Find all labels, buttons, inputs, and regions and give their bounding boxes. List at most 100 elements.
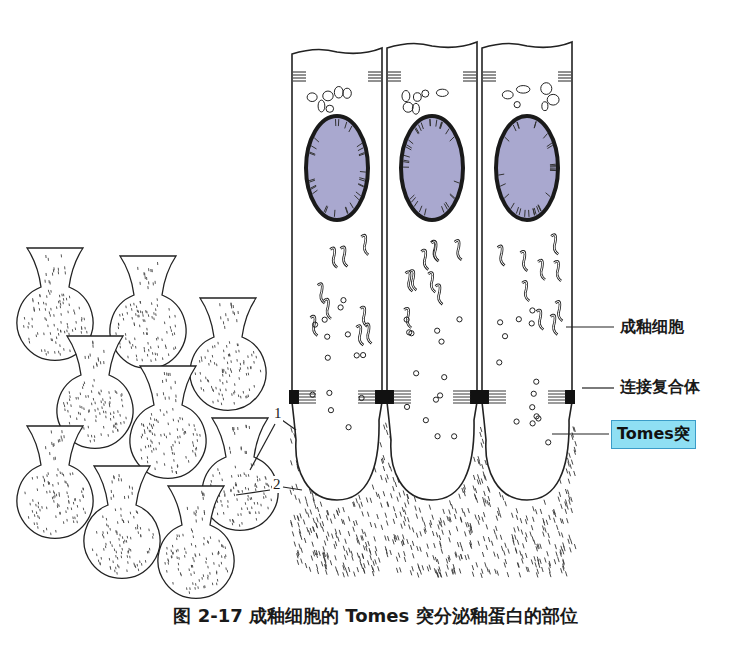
enamel-crystal	[574, 450, 576, 455]
enamel-crystal	[515, 535, 517, 540]
enamel-crystal	[407, 499, 409, 504]
crystal-mark	[237, 513, 238, 516]
crystal-mark	[132, 317, 133, 320]
crystal-mark	[217, 468, 218, 471]
crystal-mark	[182, 534, 183, 537]
enamel-crystal	[338, 508, 340, 513]
crystal-mark	[67, 323, 68, 326]
crystal-mark	[151, 316, 152, 319]
enamel-crystal	[343, 565, 345, 570]
enamel-crystal	[440, 543, 442, 548]
enamel-crystal	[475, 495, 477, 500]
enamel-crystal	[531, 559, 533, 564]
organelle	[551, 235, 558, 255]
crystal-mark	[246, 451, 247, 454]
crystal-mark	[162, 380, 163, 383]
crystal-mark	[165, 347, 166, 350]
enamel-crystal	[501, 546, 503, 551]
terminal-web	[548, 403, 566, 404]
enamel-crystal	[560, 518, 562, 523]
leader-line	[236, 490, 270, 495]
crystal-mark	[230, 451, 231, 454]
crystal-mark	[151, 450, 152, 453]
crystal-mark	[234, 383, 235, 386]
crystal-mark	[237, 427, 238, 430]
leader-line	[250, 424, 275, 470]
enamel-crystal	[334, 544, 336, 549]
organelle	[361, 235, 368, 255]
crystal-mark	[84, 318, 85, 321]
crystal-mark	[239, 524, 240, 527]
crystal-mark	[238, 474, 239, 477]
chromatin	[519, 208, 521, 215]
crystal-mark	[120, 508, 121, 511]
vesicle	[343, 88, 351, 98]
crystal-mark	[197, 586, 198, 589]
crystal-mark	[245, 474, 246, 477]
enamel-crystal	[352, 556, 354, 561]
enamel-crystal	[378, 494, 380, 499]
crystal-mark	[113, 475, 114, 478]
enamel-crystal	[386, 430, 388, 435]
crystal-mark	[115, 423, 116, 426]
enamel-crystal	[569, 471, 571, 476]
organelle	[432, 242, 439, 262]
enamel-crystal	[404, 521, 406, 526]
crystal-mark	[225, 389, 226, 392]
enamel-crystal	[345, 539, 347, 544]
enamel-crystal	[562, 549, 564, 554]
crystal-mark	[142, 314, 143, 317]
chromatin	[403, 160, 409, 161]
crystal-mark	[268, 485, 269, 488]
organelle	[431, 241, 438, 261]
enamel-crystal	[404, 516, 406, 521]
crystal-mark	[38, 506, 39, 509]
enamel-crystal	[313, 527, 315, 532]
crystal-mark	[147, 456, 148, 459]
enamel-crystal	[365, 532, 367, 537]
crystal-mark	[91, 403, 92, 406]
enamel-crystal	[326, 515, 328, 520]
crystal-mark	[136, 355, 137, 358]
crystal-mark	[247, 367, 248, 370]
junction-label: 连接复合体	[620, 377, 700, 398]
crystal-mark	[82, 386, 83, 389]
crystal-mark	[32, 325, 33, 328]
crystal-mark	[156, 461, 157, 464]
crystal-mark	[172, 582, 173, 585]
crystal-mark	[47, 351, 48, 354]
crystal-mark	[117, 410, 118, 413]
chromatin	[311, 146, 316, 149]
crystal-mark	[153, 533, 154, 536]
enamel-crystal	[324, 552, 326, 557]
crystal-mark	[103, 536, 104, 539]
crystal-mark	[172, 552, 173, 555]
crystal-mark	[251, 507, 252, 510]
enamel-rods	[17, 248, 278, 598]
enamel-crystal	[518, 562, 520, 567]
enamel-crystal	[308, 513, 310, 518]
enamel-crystal	[459, 568, 461, 573]
enamel-crystal	[378, 566, 380, 571]
crystal-mark	[46, 474, 47, 477]
crystal-mark	[246, 395, 247, 398]
crystal-mark	[179, 436, 180, 439]
crystal-mark	[109, 405, 110, 408]
crystal-mark	[196, 510, 197, 513]
crystal-mark	[156, 338, 157, 341]
crystal-mark	[37, 476, 38, 479]
leader-line	[552, 433, 609, 434]
enamel-crystal	[555, 544, 557, 549]
enamel-crystal	[345, 567, 347, 572]
crystal-mark	[138, 531, 139, 534]
crystal-mark	[225, 371, 226, 374]
crystal-mark	[38, 502, 39, 505]
enamel-crystal	[566, 468, 568, 473]
enamel-crystal	[483, 512, 485, 517]
crystal-mark	[247, 495, 248, 498]
enamel-crystal	[382, 458, 384, 463]
enamel-crystal	[327, 510, 329, 515]
crystal-mark	[110, 413, 111, 416]
crystal-mark	[103, 426, 104, 429]
crystal-mark	[137, 527, 138, 530]
